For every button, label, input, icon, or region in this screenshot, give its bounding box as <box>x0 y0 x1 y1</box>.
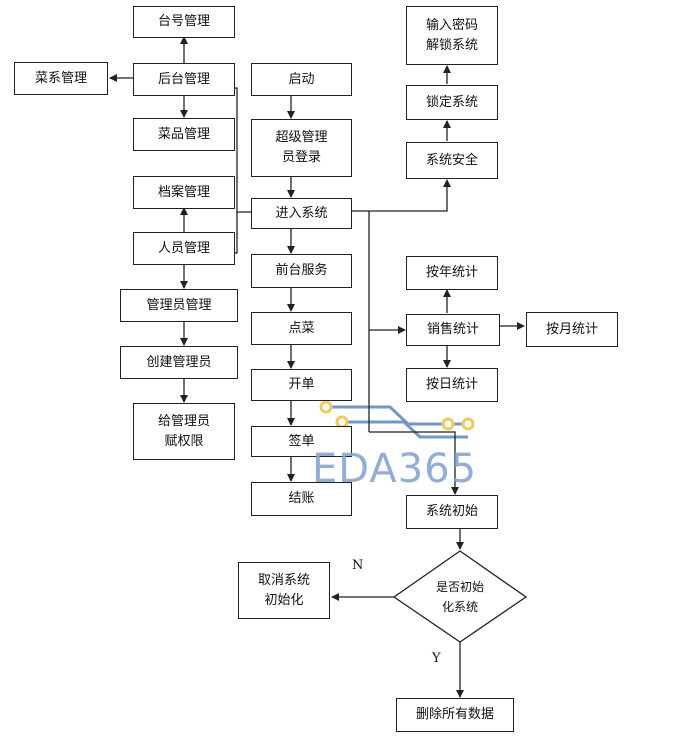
decision-diamond <box>392 550 528 643</box>
arrow-enter-to-security <box>352 179 451 212</box>
node-cancel-init: 取消系统 初始化 <box>238 562 330 619</box>
node-sys-init: 系统初始 <box>406 495 498 529</box>
node-security: 系统安全 <box>406 142 498 179</box>
node-table-mgmt: 台号管理 <box>133 6 235 38</box>
node-cuisine-mgmt: 菜系管理 <box>14 62 108 95</box>
node-open-bill: 开单 <box>251 369 352 401</box>
node-lock: 锁定系统 <box>406 85 498 120</box>
decision-text: 是否初始 化系统 <box>435 580 484 614</box>
watermark-text: EDA365 <box>312 446 478 492</box>
node-super-login: 超级管理 员登录 <box>251 119 352 177</box>
node-dish-mgmt: 菜品管理 <box>133 118 235 151</box>
node-sign-bill: 签单 <box>251 426 352 457</box>
node-delete-all: 删除所有数据 <box>396 698 514 732</box>
node-front-service: 前台服务 <box>251 254 352 288</box>
watermark-circuit-graphic <box>319 400 475 439</box>
node-backend-mgmt: 后台管理 <box>133 63 235 96</box>
node-yearly: 按年统计 <box>406 256 498 290</box>
node-order-dish: 点菜 <box>251 312 352 345</box>
label-yes: Y <box>432 651 441 666</box>
node-admin-mgmt: 管理员管理 <box>120 289 238 322</box>
label-no: N <box>352 558 364 573</box>
arrow-to-sys-init <box>369 431 459 495</box>
node-create-admin: 创建管理员 <box>120 346 238 379</box>
node-unlock: 输入密码 解锁系统 <box>406 6 498 65</box>
node-enter-system: 进入系统 <box>251 198 352 229</box>
node-monthly: 按月统计 <box>526 312 618 347</box>
node-grant-admin: 给管理员 赋权限 <box>133 403 235 460</box>
node-sales-stats: 销售统计 <box>406 314 500 346</box>
node-daily: 按日统计 <box>406 368 498 402</box>
node-checkout: 结账 <box>251 482 352 516</box>
node-archive-mgmt: 档案管理 <box>133 176 235 209</box>
node-start: 启动 <box>251 63 352 96</box>
node-staff-mgmt: 人员管理 <box>133 232 235 265</box>
